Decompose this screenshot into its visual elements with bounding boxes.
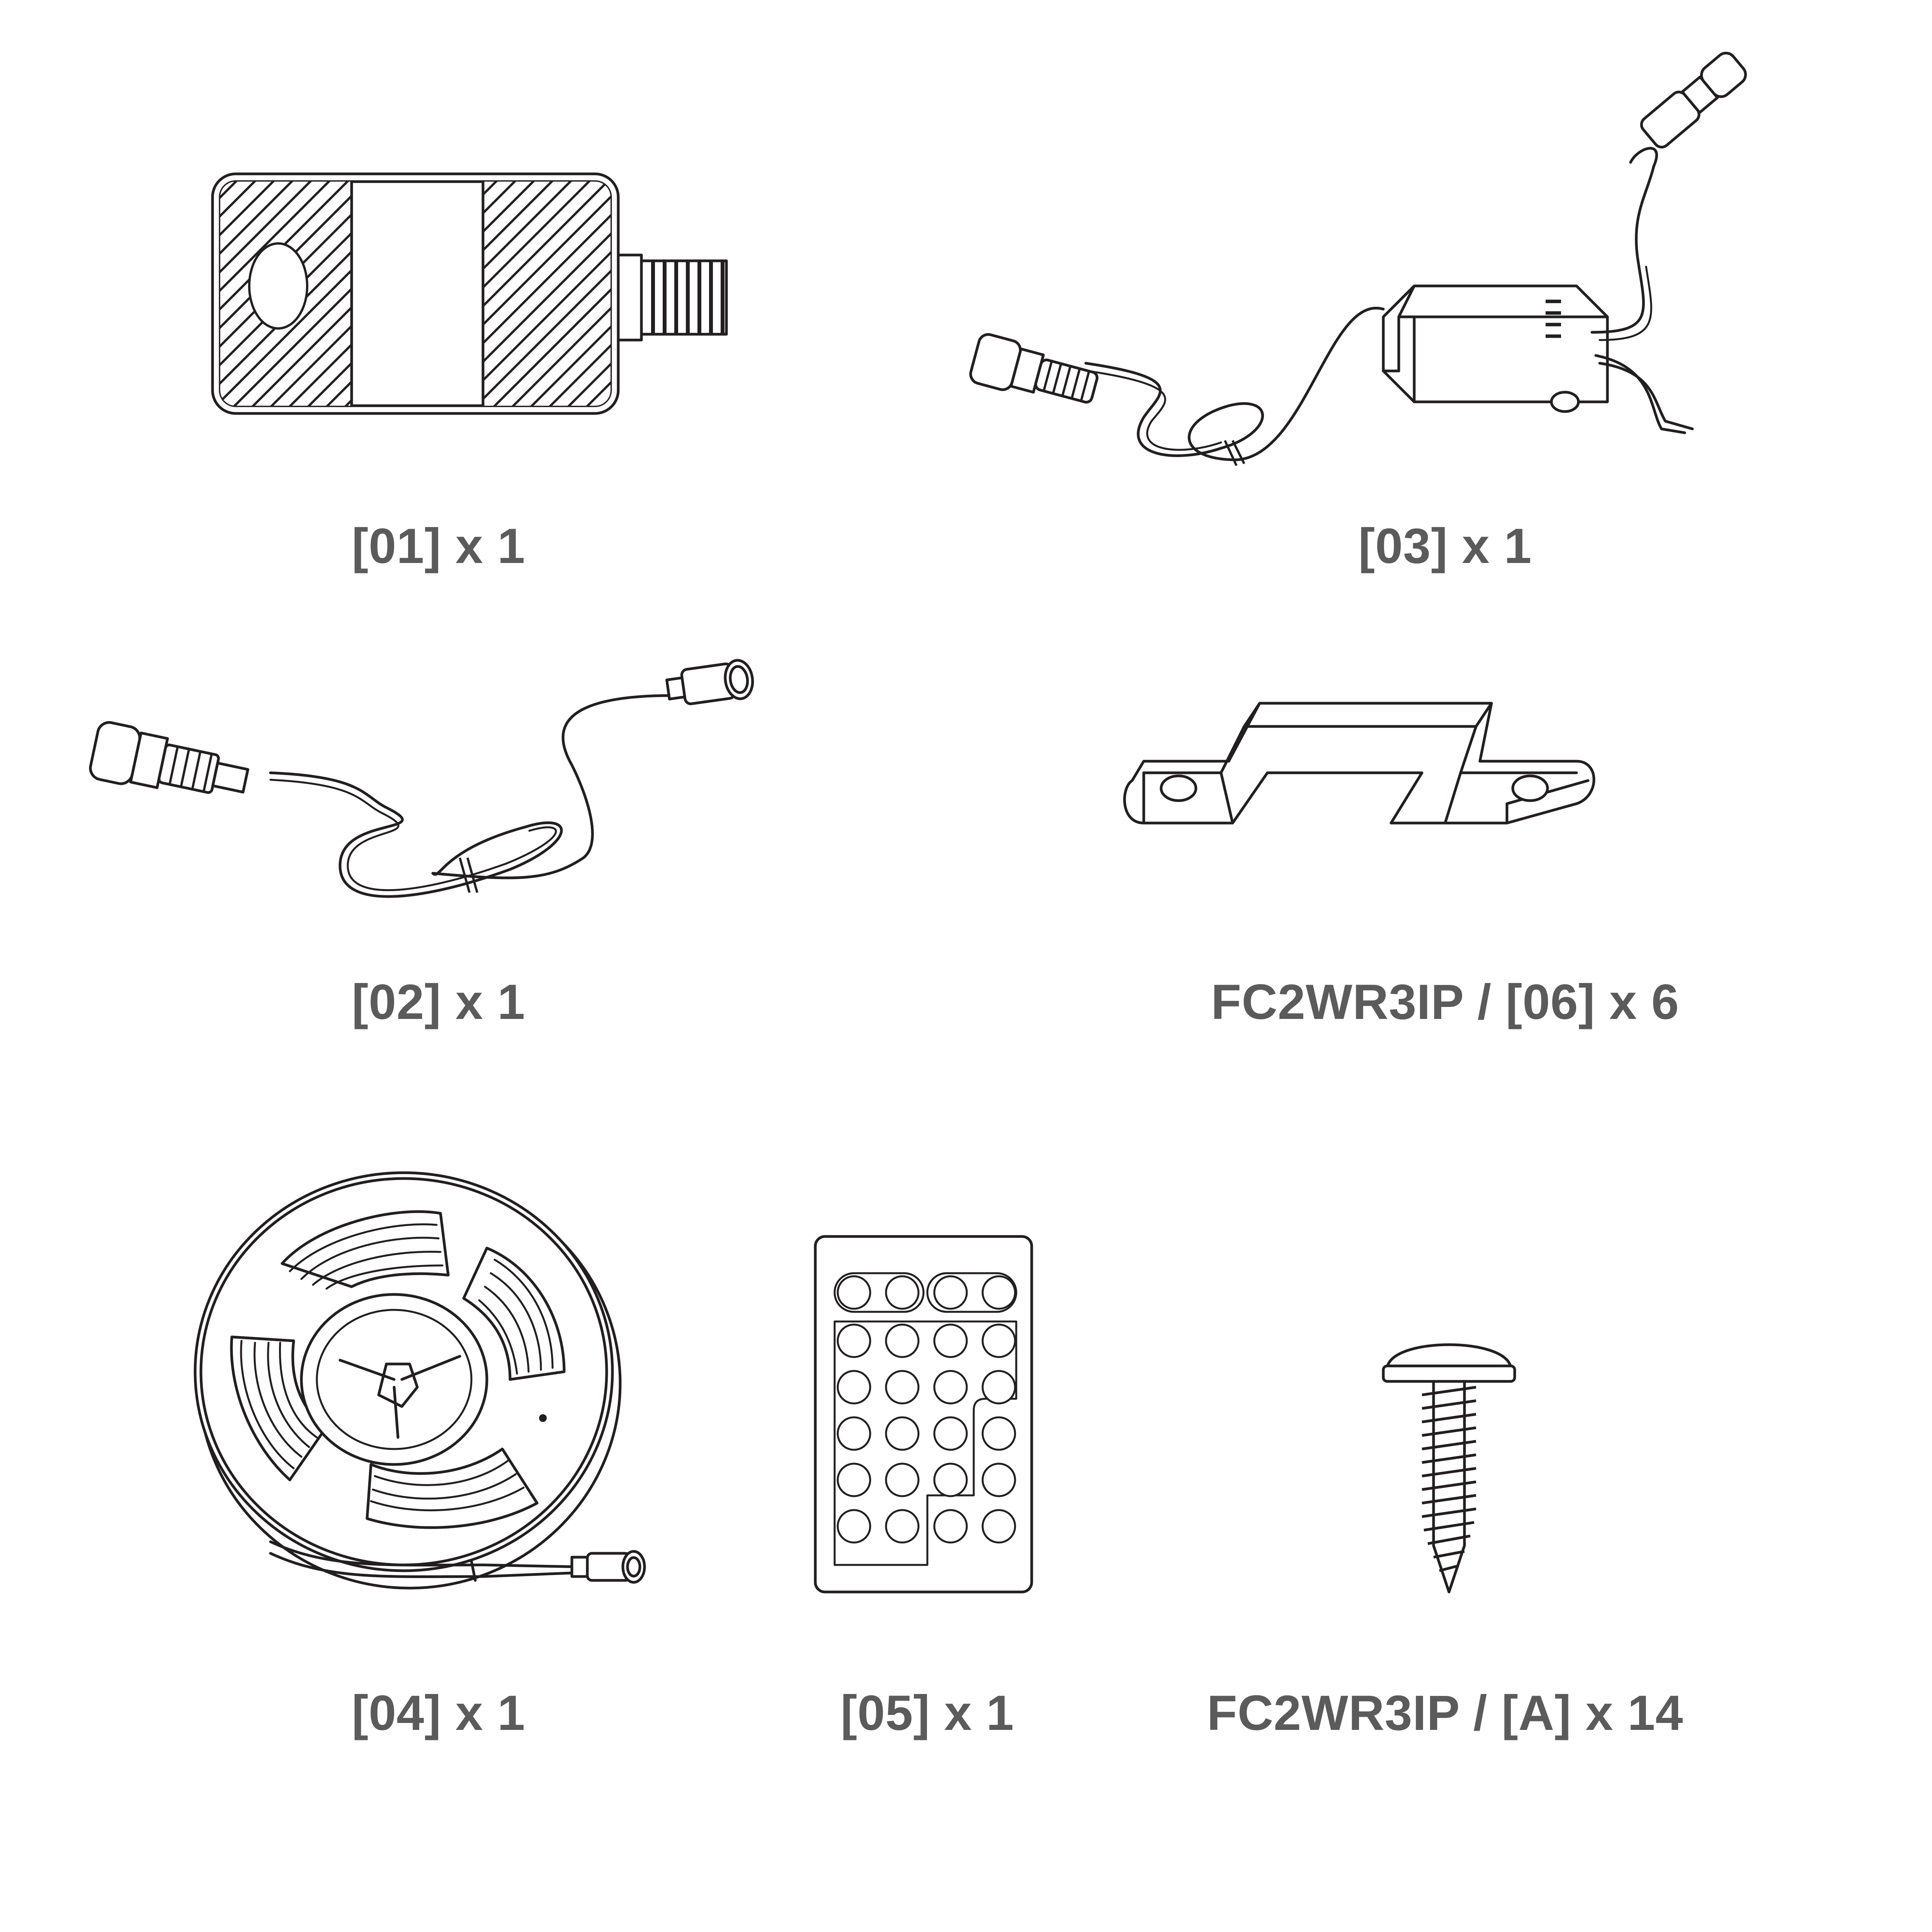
remote-button bbox=[837, 1416, 871, 1451]
remote-control-icon bbox=[811, 1233, 1043, 1596]
remote-button bbox=[933, 1370, 968, 1405]
extension-cable-icon bbox=[89, 649, 796, 927]
remote-button bbox=[933, 1463, 968, 1497]
remote-button bbox=[885, 1509, 920, 1544]
part-06-caption: FC2WR3IP / [06] x 6 bbox=[1211, 975, 1679, 1030]
remote-button bbox=[885, 1323, 920, 1358]
remote-button bbox=[837, 1370, 871, 1405]
remote-button bbox=[885, 1370, 920, 1405]
remote-button bbox=[981, 1416, 1016, 1451]
remote-button bbox=[837, 1275, 871, 1310]
controller-module-icon bbox=[958, 51, 1747, 487]
remote-button bbox=[981, 1275, 1016, 1310]
part-01-caption: [01] x 1 bbox=[352, 519, 526, 574]
remote-button bbox=[837, 1509, 871, 1544]
remote-button bbox=[885, 1416, 920, 1451]
remote-button bbox=[837, 1463, 871, 1497]
part-05-caption: [05] x 1 bbox=[840, 1685, 1014, 1741]
remote-button bbox=[885, 1463, 920, 1497]
screw-icon bbox=[1376, 1329, 1530, 1607]
remote-button bbox=[981, 1323, 1016, 1358]
remote-button bbox=[933, 1275, 968, 1310]
remote-button bbox=[885, 1275, 920, 1310]
remote-button bbox=[981, 1509, 1016, 1544]
led-strip-reel-icon bbox=[193, 1171, 696, 1611]
part-A-caption: FC2WR3IP / [A] x 14 bbox=[1207, 1685, 1684, 1741]
power-adapter-icon bbox=[209, 170, 773, 440]
remote-button bbox=[933, 1323, 968, 1358]
remote-button bbox=[981, 1463, 1016, 1497]
part-02-caption: [02] x 1 bbox=[352, 975, 526, 1030]
remote-button bbox=[981, 1370, 1016, 1405]
part-04-caption: [04] x 1 bbox=[352, 1685, 526, 1741]
remote-button bbox=[933, 1416, 968, 1451]
remote-button bbox=[933, 1509, 968, 1544]
mounting-clip-icon bbox=[1121, 696, 1607, 858]
part-03-caption: [03] x 1 bbox=[1358, 519, 1532, 574]
remote-button bbox=[837, 1323, 871, 1358]
